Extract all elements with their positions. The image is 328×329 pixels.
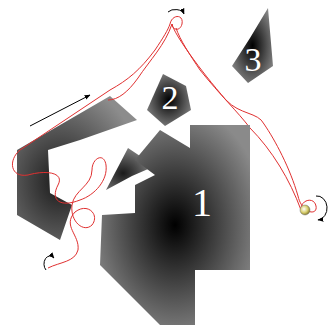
- obstacle: 2: [147, 74, 191, 126]
- rotation-arrow: [44, 256, 54, 270]
- obstacle-shape: [100, 125, 250, 325]
- obstacle-outline: [100, 125, 250, 325]
- rotation-arrow: [168, 10, 184, 14]
- obstacle: 1: [100, 125, 250, 325]
- rotation-arrow: [316, 196, 327, 220]
- obstacle-shape: [232, 8, 273, 83]
- direction-arrow: [30, 95, 90, 126]
- obstacle: 3: [232, 8, 273, 83]
- obstacle-number: 1: [192, 183, 212, 223]
- obstacle-number: 2: [162, 81, 179, 115]
- obstacle-number: 3: [245, 43, 262, 77]
- robot-ball: [300, 205, 310, 215]
- obstacle-shape: [147, 74, 191, 126]
